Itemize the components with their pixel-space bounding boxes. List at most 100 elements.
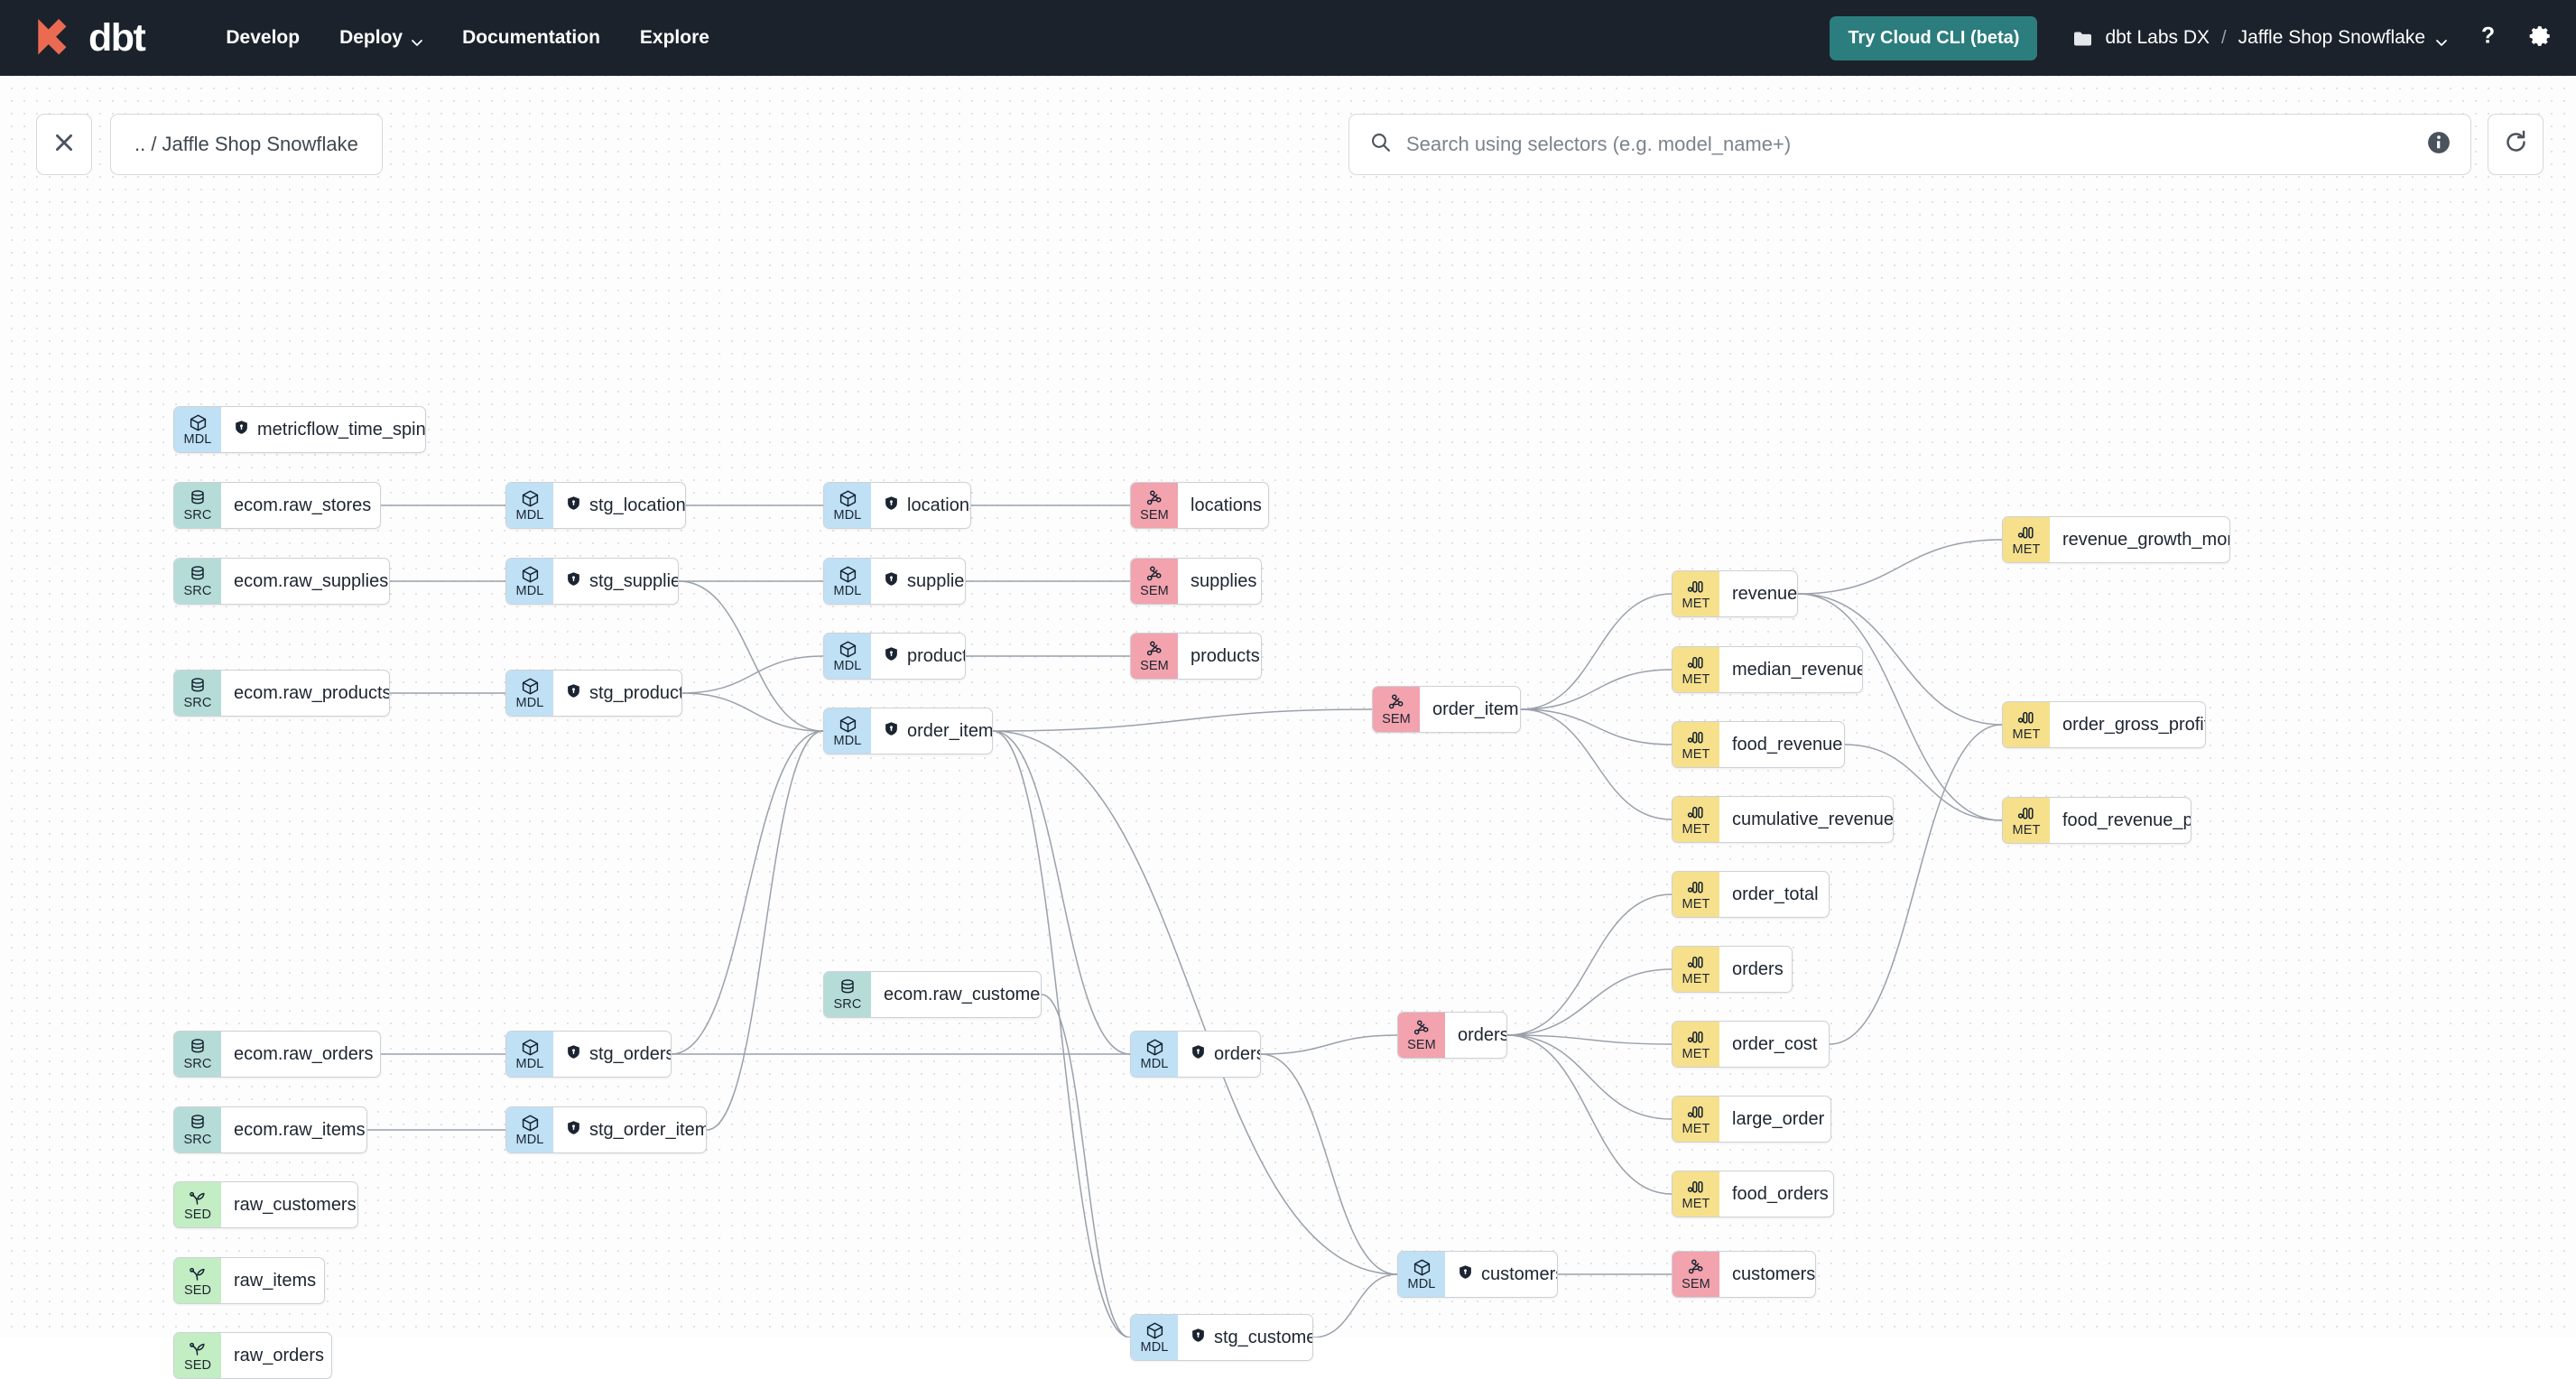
bar-chart-icon: [1687, 578, 1705, 596]
node-type-badge-met: MET: [1673, 1097, 1719, 1142]
edge-stg_supplies-to-mdl_order_items: [678, 580, 824, 732]
node-body: revenue: [1719, 571, 1797, 616]
node-body: raw_items: [221, 1258, 324, 1303]
try-cloud-cli-button[interactable]: Try Cloud CLI (beta): [1830, 15, 2038, 60]
node-type-label: MET: [2012, 727, 2041, 742]
nav-explore[interactable]: Explore: [620, 18, 729, 58]
graph-node-mdl_locations[interactable]: MDLlocations: [823, 482, 971, 529]
edge-stg_orders-to-mdl_order_items: [671, 730, 824, 1055]
nav-deploy[interactable]: Deploy: [320, 18, 442, 58]
close-lineage-button[interactable]: [36, 114, 92, 175]
node-type-label: MDL: [833, 583, 862, 598]
search-bar[interactable]: [1348, 114, 2471, 175]
bar-chart-icon: [1687, 1178, 1705, 1196]
node-type-label: SEM: [1407, 1037, 1436, 1052]
node-type-badge-met: MET: [1673, 872, 1719, 917]
graph-node-met_revenue[interactable]: MET revenue: [1672, 570, 1798, 617]
question-mark-icon[interactable]: ?: [2476, 23, 2500, 52]
edge-mdl_order_items-to-sem_order_item: [992, 708, 1373, 732]
edge-sem_order_item-to-met_revenue: [1520, 593, 1673, 710]
gear-icon[interactable]: [2529, 24, 2553, 52]
node-type-badge-src: SRC: [824, 972, 871, 1017]
project-selector[interactable]: Jaffle Shop Snowflake: [2238, 27, 2447, 49]
node-type-badge-sed: SED: [174, 1333, 221, 1378]
search-input[interactable]: [1406, 133, 2427, 156]
shield-icon: [566, 1044, 581, 1064]
cube-icon: [1145, 1321, 1164, 1339]
node-body: customers: [1719, 1252, 1815, 1297]
account-name[interactable]: dbt Labs DX: [2105, 27, 2210, 48]
node-type-label: MDL: [515, 507, 544, 523]
info-circle-icon[interactable]: [2427, 131, 2451, 159]
bar-chart-icon: [2017, 523, 2035, 541]
node-label: supplies: [907, 570, 965, 591]
node-type-badge-sem: SEM: [1398, 1013, 1445, 1058]
edge-met_revenue-to-met_food_revenue_pct: [1797, 593, 2003, 821]
dbt-logo[interactable]: dbt: [31, 16, 146, 60]
cube-icon: [839, 640, 857, 658]
bar-chart-icon: [1687, 953, 1705, 971]
node-type-label: MET: [1682, 596, 1710, 611]
node-type-badge-mdl: MDL: [824, 708, 871, 754]
lineage-edges: [367, 504, 2003, 1337]
node-type-badge-src: SRC: [174, 671, 221, 716]
nav-documentation[interactable]: Documentation: [442, 18, 620, 58]
nav-develop[interactable]: Develop: [206, 18, 320, 58]
node-body: products: [1178, 634, 1261, 679]
lineage-canvas[interactable]: .. / Jaffle Shop Snowflake MDLmetricflow…: [0, 76, 2576, 1379]
node-label: ecom.raw_supplies: [234, 570, 389, 591]
node-type-label: MET: [1682, 971, 1710, 986]
node-body: ecom.raw_supplies: [221, 559, 389, 604]
account-project-breadcrumb: dbt Labs DX / Jaffle Shop Snowflake: [2073, 27, 2447, 49]
node-type-label: MET: [1682, 671, 1710, 687]
node-label: ecom.raw_orders: [234, 1043, 374, 1064]
graph-node-mdl_products[interactable]: MDLproducts: [823, 633, 966, 680]
graph-node-mdl_supplies[interactable]: MDL supplies: [823, 558, 966, 605]
node-label: orders: [1214, 1043, 1261, 1064]
node-label: locations: [1191, 495, 1262, 515]
breadcrumb[interactable]: .. / Jaffle Shop Snowflake: [110, 114, 383, 175]
refresh-button[interactable]: [2488, 114, 2544, 175]
node-type-badge-met: MET: [2003, 702, 2050, 747]
semantic-graph-icon: [1145, 489, 1163, 507]
edge-sem_orders-to-met_orders: [1506, 968, 1673, 1036]
edge-sem_orders-to-met_food_orders: [1506, 1034, 1673, 1195]
